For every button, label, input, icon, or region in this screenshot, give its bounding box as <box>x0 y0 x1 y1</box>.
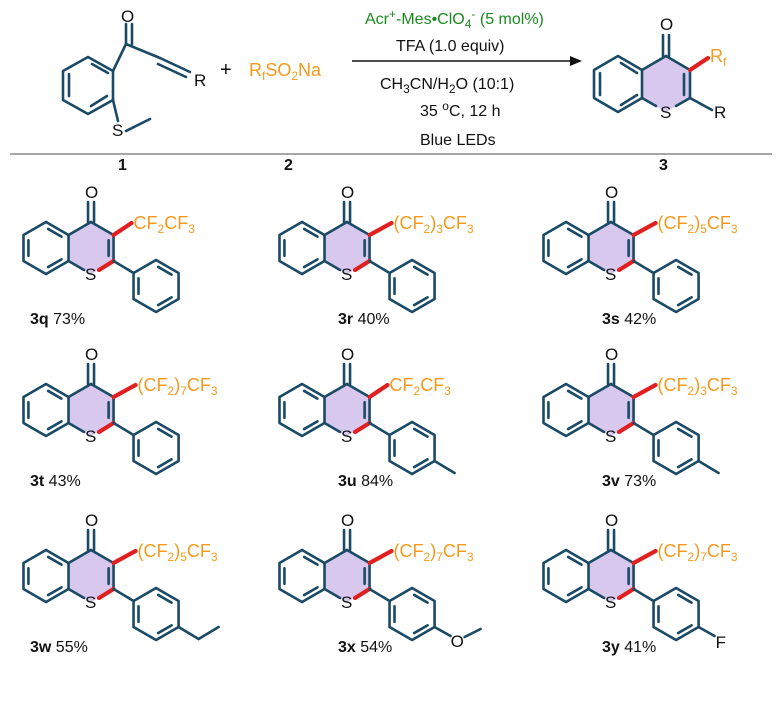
rf-group-label: (CF2)5CF3 <box>658 213 738 236</box>
product-card-3v: S O (CF2)3CF3 3v 73% <box>542 345 738 490</box>
product-card-3r: S O (CF2)3CF3 3r 40% <box>278 183 474 328</box>
sulfur-label: S <box>341 265 352 284</box>
compound-1-label: 1 <box>118 157 127 174</box>
additive-text: TFA (1.0 equiv) <box>396 38 505 55</box>
product-card-3w: S O (CF2)5CF3 3w 55% <box>22 511 220 656</box>
product-id: 3u <box>338 473 357 490</box>
product-yield: 55% <box>51 639 87 656</box>
product-yield: 43% <box>44 473 80 490</box>
rf-group-label: CF2CF3 <box>390 375 452 398</box>
oxygen-label: O <box>605 183 618 202</box>
product-card-3t: S O (CF2)7CF3 3t 43% <box>22 345 218 490</box>
oxygen-label: O <box>605 511 618 530</box>
reaction-arrowhead <box>570 56 582 66</box>
product-label: 3s 42% <box>602 311 656 328</box>
rf-group-label: (CF2)3CF3 <box>658 375 738 398</box>
light-text: Blue LEDs <box>420 132 496 149</box>
product-label: 3u 84% <box>338 473 393 490</box>
product-card-3s: S O (CF2)5CF3 3s 42% <box>542 183 738 328</box>
product-label: 3r 40% <box>338 311 390 328</box>
product-oxygen-label: O <box>660 15 673 34</box>
rf-group-label: (CF2)7CF3 <box>658 541 738 564</box>
rf-group-label: CF2CF3 <box>134 213 196 236</box>
product-label: 3y 41% <box>602 639 656 656</box>
product-yield: 42% <box>620 311 656 328</box>
product-yield: 84% <box>357 473 393 490</box>
sulfur-label: S <box>85 427 96 446</box>
product-id: 3w <box>30 639 52 656</box>
compound-2-label: 2 <box>284 157 293 174</box>
product-label: 3w 55% <box>30 639 88 656</box>
catalyst-text: Acr+-Mes•ClO4- (5 mol%) <box>365 7 544 31</box>
product-3: O S R Rf <box>592 15 727 122</box>
sulfur-label: S <box>605 265 616 284</box>
product-yield: 73% <box>49 311 85 328</box>
rf-group-label: (CF2)3CF3 <box>394 213 474 236</box>
plus-sign: + <box>220 59 232 81</box>
sulfur-label: S <box>112 121 123 140</box>
product-yield: 54% <box>356 639 392 656</box>
oxygen-label: O <box>85 511 98 530</box>
product-sulfur-label: S <box>660 103 671 122</box>
product-rf-label: Rf <box>710 46 727 69</box>
rf-group-label: (CF2)7CF3 <box>394 541 474 564</box>
fluorine-label: F <box>716 633 726 652</box>
rf-group-label: (CF2)7CF3 <box>138 375 218 398</box>
reactant-1: O R S <box>61 7 206 140</box>
oxygen-label: O <box>605 345 618 364</box>
product-id: 3x <box>338 639 356 656</box>
product-label: 3v 73% <box>602 473 656 490</box>
product-yield: 41% <box>620 639 656 656</box>
sulfur-label: S <box>605 427 616 446</box>
sulfur-label: S <box>341 593 352 612</box>
product-card-3q: S O CF2CF3 3q 73% <box>22 183 196 328</box>
oxygen-label: O <box>85 345 98 364</box>
r-group-label: R <box>194 71 206 90</box>
oxygen-label: O <box>121 7 134 26</box>
reagent-2-formula: RfSO2Na <box>249 60 322 83</box>
oxygen-label: O <box>85 183 98 202</box>
product-id: 3v <box>602 473 620 490</box>
products-grid: S O CF2CF3 3q 73% S O (CF2)3CF3 3r 40% S O (CF2)5C… <box>22 183 738 656</box>
solvent-text: CH3CN/H2O (10:1) <box>380 76 514 96</box>
product-card-3u: S O CF2CF3 3u 84% <box>278 345 456 490</box>
product-label: 3q 73% <box>30 311 85 328</box>
product-id: 3r <box>338 311 353 328</box>
product-yield: 73% <box>620 473 656 490</box>
compound-3-label: 3 <box>659 157 668 174</box>
product-label: 3x 54% <box>338 639 392 656</box>
product-id: 3y <box>602 639 620 656</box>
oxygen-label: O <box>341 511 354 530</box>
product-id: 3q <box>30 311 49 328</box>
rf-group-label: (CF2)5CF3 <box>138 541 218 564</box>
methoxy-oxygen-label: O <box>451 632 464 651</box>
product-id: 3s <box>602 311 620 328</box>
product-label: 3t 43% <box>30 473 81 490</box>
product-r-label: R <box>714 103 726 122</box>
sulfur-label: S <box>85 593 96 612</box>
oxygen-label: O <box>341 183 354 202</box>
product-id: 3t <box>30 473 45 490</box>
product-yield: 40% <box>353 311 389 328</box>
sulfur-label: S <box>341 427 352 446</box>
sulfur-label: S <box>605 593 616 612</box>
sulfur-label: S <box>85 265 96 284</box>
temperature-text: 35 oC, 12 h <box>420 99 501 120</box>
oxygen-label: O <box>341 345 354 364</box>
